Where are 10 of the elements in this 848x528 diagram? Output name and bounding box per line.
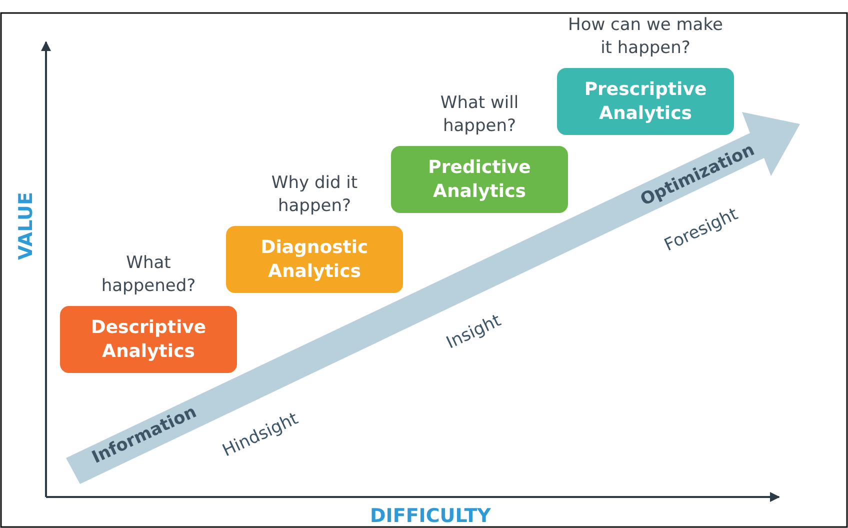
- question-caption: How can we make it happen?: [567, 14, 724, 60]
- box-title: Descriptive Analytics: [90, 316, 208, 364]
- box-title: Predictive Analytics: [427, 156, 532, 204]
- question-caption: Why did it happen?: [270, 172, 359, 218]
- axis-title: DIFFICULTY: [370, 505, 491, 527]
- box-title: Prescriptive Analytics: [583, 78, 708, 126]
- box-title: Diagnostic Analytics: [260, 236, 370, 284]
- question-caption: What will happen?: [439, 92, 520, 138]
- question-caption: What happened?: [100, 252, 197, 298]
- axis-title: VALUE: [15, 192, 37, 260]
